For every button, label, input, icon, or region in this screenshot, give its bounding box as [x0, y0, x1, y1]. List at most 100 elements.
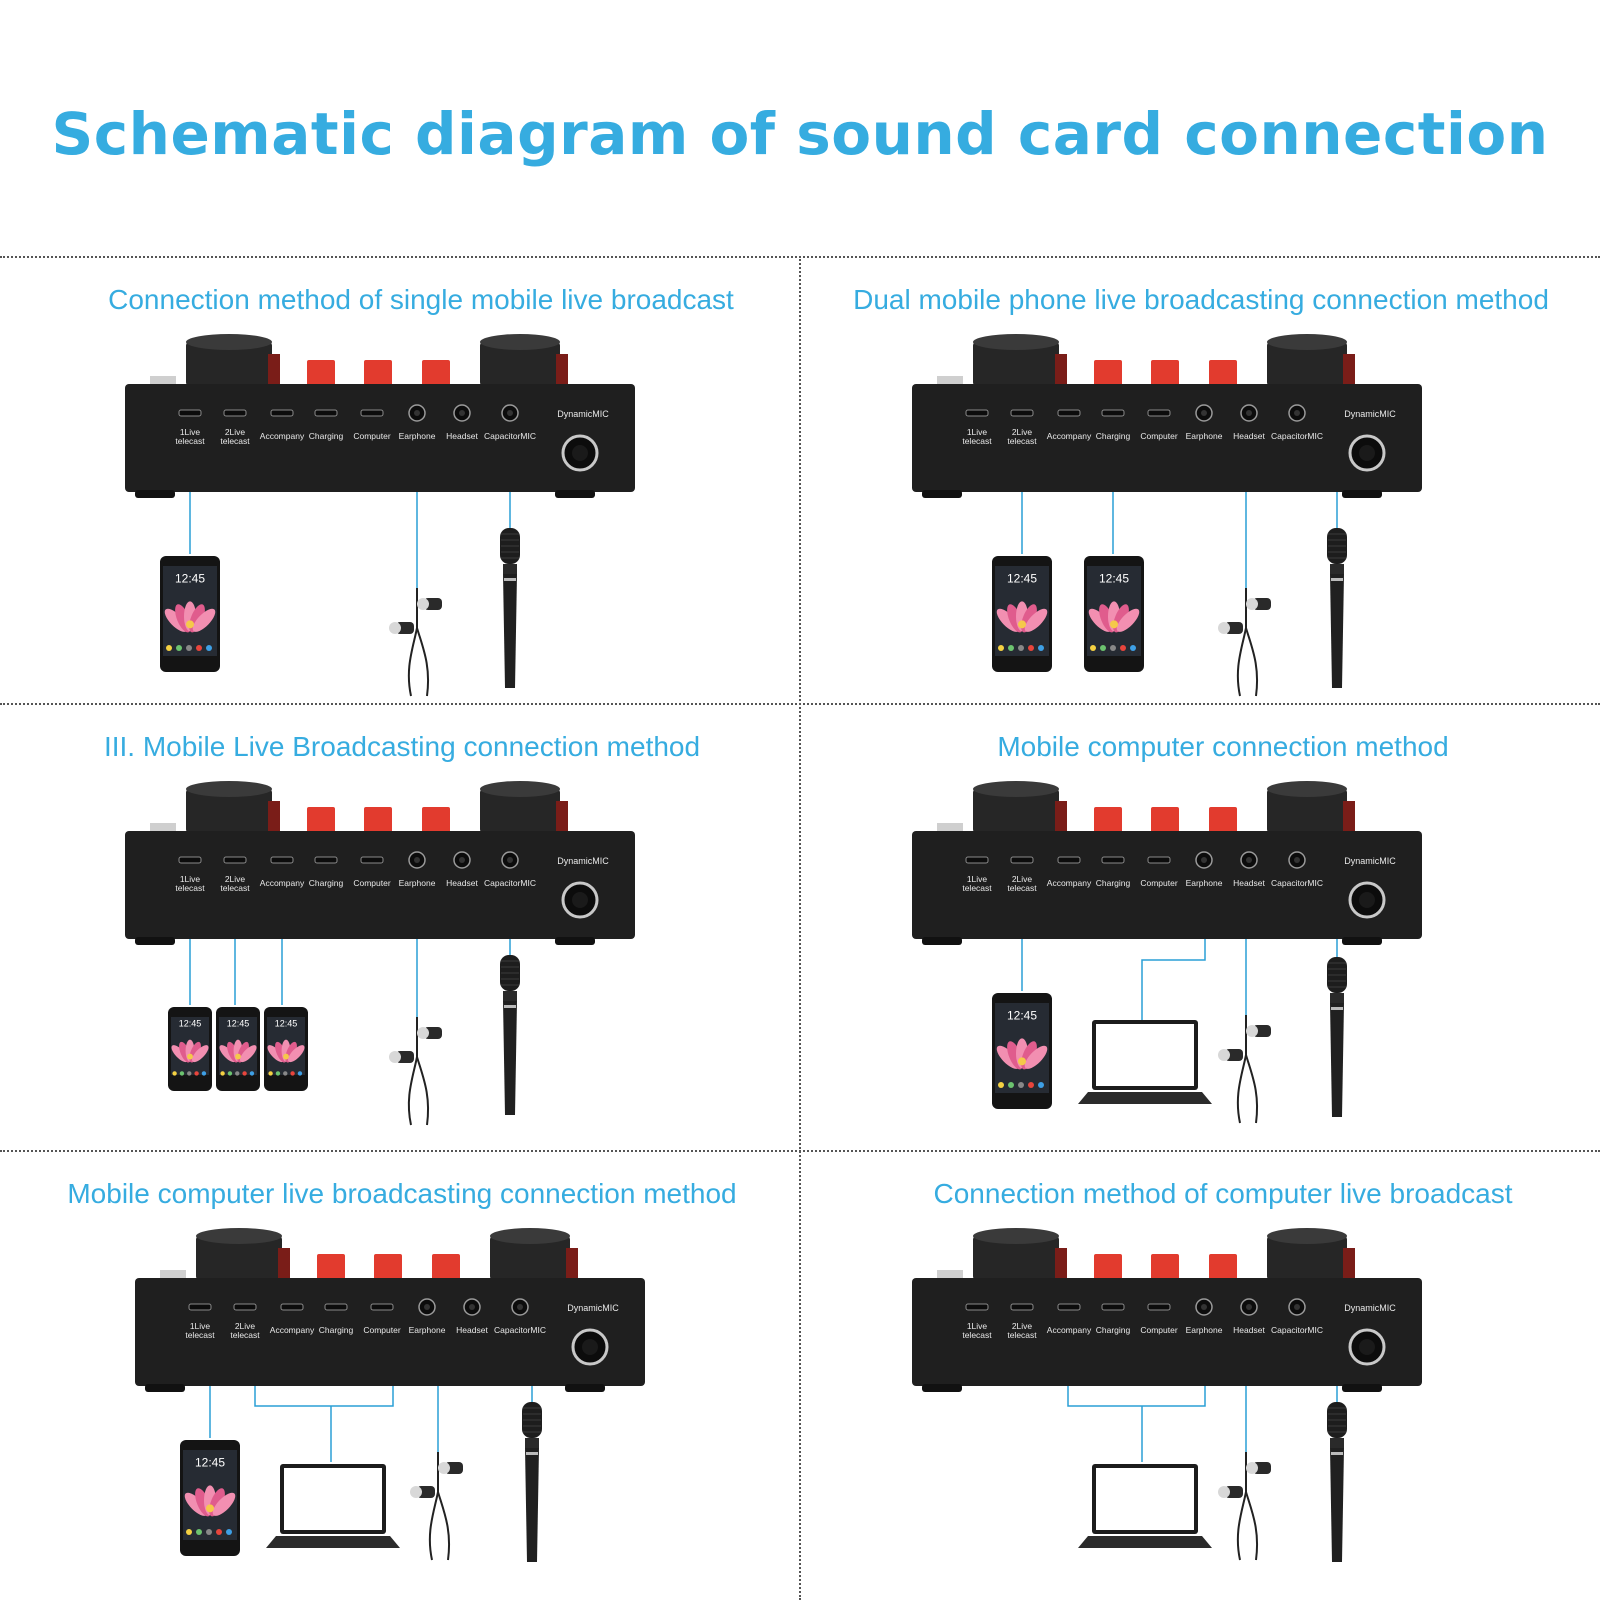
port-label: Computer: [1140, 1325, 1177, 1335]
device-foot: [922, 1384, 962, 1392]
usb-port: [360, 856, 384, 864]
app-dot: [216, 1529, 222, 1535]
app-dot: [1028, 1082, 1034, 1088]
app-dot: [196, 645, 202, 651]
effect-button: [1209, 807, 1237, 833]
port-label: Headset: [446, 878, 478, 888]
port-label: Accompany: [1047, 878, 1092, 888]
laptop-keyboard: [1078, 1536, 1212, 1548]
panel-title: Mobile computer live broadcasting connec…: [67, 1178, 737, 1209]
port-label: telecast: [1007, 1330, 1037, 1340]
volume-knob: [480, 781, 568, 835]
app-dot: [226, 1529, 232, 1535]
usb-port: [314, 409, 338, 417]
usb-port: [270, 409, 294, 417]
app-dot: [998, 645, 1004, 651]
lotus-flower: [184, 1485, 236, 1517]
app-dot: [179, 1071, 185, 1076]
earbud: [424, 1027, 442, 1039]
volume-knob: [973, 781, 1067, 835]
port-label: CapacitorMIC: [484, 431, 536, 441]
panel-title: Mobile computer connection method: [997, 731, 1449, 762]
app-dot: [290, 1071, 295, 1076]
microphone: [500, 528, 520, 688]
app-dot: [998, 1082, 1004, 1088]
port-label: Headset: [1233, 878, 1265, 888]
lotus-flower: [1088, 601, 1140, 633]
port-label: 2Live: [1012, 874, 1033, 884]
app-dot: [1038, 1082, 1044, 1088]
laptop-keyboard: [1078, 1092, 1212, 1104]
port-label: 1Live: [180, 874, 201, 884]
dynamic-mic-label: DynamicMIC: [567, 1303, 619, 1313]
lotus-flower: [996, 601, 1048, 633]
usb-port: [280, 1303, 304, 1311]
effect-button: [317, 1254, 345, 1280]
volume-knob: [973, 334, 1067, 388]
laptop-keyboard: [266, 1536, 400, 1548]
earbud: [1253, 598, 1271, 610]
lotus-flower: [267, 1039, 305, 1063]
usb-port: [1101, 856, 1125, 864]
app-dot: [176, 645, 182, 651]
usb-port: [1147, 856, 1171, 864]
app-dot: [1110, 645, 1116, 651]
port-label: CapacitorMIC: [484, 878, 536, 888]
effect-button: [1094, 1254, 1122, 1280]
port-label: Earphone: [1186, 878, 1223, 888]
phone-clock: 12:45: [175, 572, 205, 586]
device-foot: [1342, 490, 1382, 498]
device-foot: [922, 490, 962, 498]
usb-port: [233, 1303, 257, 1311]
phone-clock: 12:45: [1007, 1009, 1037, 1023]
mic-handle: [1330, 574, 1344, 688]
effect-button: [1151, 807, 1179, 833]
phone-clock: 12:45: [195, 1456, 225, 1470]
earbud: [396, 622, 414, 634]
port-label: telecast: [220, 436, 250, 446]
usb-port: [178, 856, 202, 864]
panel-mobile-computer: Mobile computer connection method 12:45 1…: [803, 705, 1599, 1145]
volume-knob: [1267, 334, 1355, 388]
earbud: [1253, 1025, 1271, 1037]
earphones: [1218, 1015, 1271, 1124]
phone: 12:45: [992, 993, 1052, 1109]
port-label: 2Live: [235, 1321, 256, 1331]
port-label: Charging: [309, 878, 344, 888]
device-foot: [922, 937, 962, 945]
device-foot: [1342, 1384, 1382, 1392]
app-dot: [1018, 1082, 1024, 1088]
port-label: Charging: [1096, 1325, 1131, 1335]
port-label: CapacitorMIC: [1271, 878, 1323, 888]
earbud: [1225, 1486, 1243, 1498]
microphone: [1327, 528, 1347, 688]
usb-port: [314, 856, 338, 864]
port-label: Accompany: [270, 1325, 315, 1335]
port-label: telecast: [175, 436, 205, 446]
phone-clock: 12:45: [275, 1018, 298, 1028]
earphones: [1218, 588, 1271, 697]
port-label: CapacitorMIC: [1271, 1325, 1323, 1335]
panel-triple-mobile: III. Mobile Live Broadcasting connection…: [0, 705, 796, 1145]
app-dot: [220, 1071, 225, 1076]
dynamic-mic-label: DynamicMIC: [1344, 1303, 1396, 1313]
earbud: [1253, 1462, 1271, 1474]
app-dot: [1018, 645, 1024, 651]
port-label: telecast: [185, 1330, 215, 1340]
port-label: Earphone: [399, 431, 436, 441]
usb-port: [370, 1303, 394, 1311]
app-dot: [275, 1071, 281, 1076]
usb-port: [1010, 856, 1034, 864]
port-label: 1Live: [180, 427, 201, 437]
app-dot: [196, 1529, 202, 1535]
earbud: [1225, 1049, 1243, 1061]
earbud: [1225, 622, 1243, 634]
panel-dual-mobile: Dual mobile phone live broadcasting conn…: [803, 258, 1599, 698]
usb-port: [965, 409, 989, 417]
usb-port: [188, 1303, 212, 1311]
